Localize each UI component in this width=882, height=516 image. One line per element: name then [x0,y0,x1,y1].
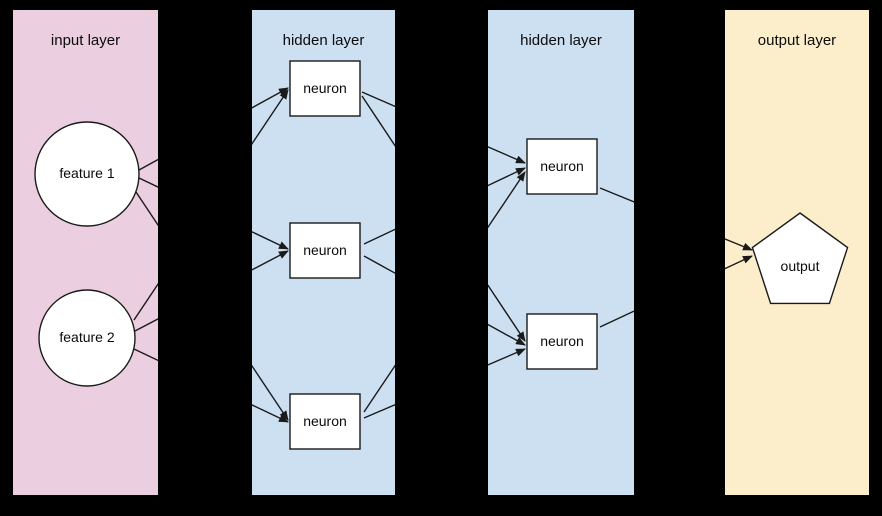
edge-h2n1-out [599,187,634,203]
node-feature-2[interactable] [38,289,136,387]
layer-title-output: output layer [757,32,837,49]
node-output-node[interactable] [751,212,849,305]
edges-hidden-2 [488,146,634,366]
edge-h1n1-h2n2 [488,284,526,342]
edge-h1n2-h2n2 [363,255,395,274]
node-hidden2-neuron-2[interactable] [526,313,598,370]
edge-h1n1-h2n1 [488,146,526,164]
edge-f1-h1n2 [252,231,289,250]
layer-title-hidden-2: hidden layer [520,32,602,49]
edge-h1n1-h2n2 [361,95,395,147]
edges-hidden-1 [252,87,395,423]
node-hidden1-neuron-3[interactable] [289,393,361,450]
edge-h1n3-h2n1 [363,364,395,413]
edge-h1n3-h2n2 [363,403,395,419]
nodes-output [751,212,849,305]
edge-h1n3-h2n2 [488,348,526,366]
edge-h1n3-h2n1 [488,171,526,229]
edge-h2n2-out [725,255,753,270]
edge-f2-h1n1 [252,89,289,146]
node-hidden1-neuron-2[interactable] [289,222,361,279]
edge-h1n2-h2n1 [488,167,526,187]
edge-h2n2-out [599,310,634,328]
nodes-hidden-2 [526,138,598,370]
nodes-input [34,121,140,387]
edges-output [725,238,753,270]
layer-title-input: input layer [50,32,121,49]
node-hidden2-neuron-1[interactable] [526,138,598,195]
node-feature-1[interactable] [34,121,140,227]
layer-title-hidden-1: hidden layer [282,32,365,49]
nodes-hidden-1 [289,60,361,450]
edge-h1n2-h2n1 [363,228,395,245]
edge-h1n1-h2n1 [361,91,395,108]
edge-f1-h1n3 [252,364,289,421]
edge-h1n2-h2n2 [488,323,526,346]
edge-f1-h1n1 [252,87,289,109]
layer-content-output: output [725,10,869,495]
edge-h2n1-out [725,238,753,251]
edge-f2-h1n3 [252,404,289,423]
edge-f2-h1n2 [252,250,289,271]
node-hidden1-neuron-1[interactable] [289,60,361,117]
